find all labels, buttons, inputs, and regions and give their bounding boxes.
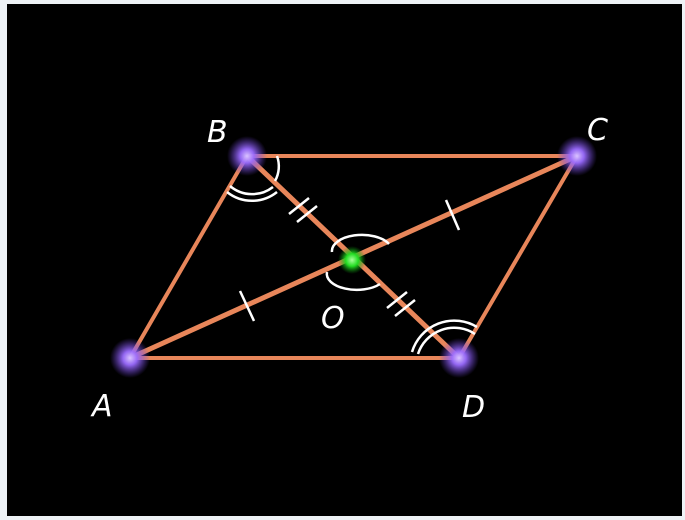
vertex-point-a [110, 338, 150, 378]
vertex-point-d [439, 338, 479, 378]
diagram-canvas: A B C D O [7, 4, 682, 516]
double-tick-bo [288, 197, 318, 223]
edge-ab [128, 154, 249, 360]
angle-mark-d [410, 319, 478, 355]
vertex-point-b [227, 136, 267, 176]
angle-mark-o [325, 233, 390, 292]
parallelogram-diagram: A B C D O [90, 113, 608, 425]
vertex-point-c [557, 136, 597, 176]
angle-mark-b [226, 155, 281, 202]
center-point-o [338, 246, 366, 274]
double-tick-od [386, 291, 416, 317]
label-d: D [462, 390, 485, 425]
label-b: B [207, 115, 228, 150]
label-o: O [321, 301, 345, 336]
edge-cd [457, 154, 579, 360]
tick-ao [238, 290, 256, 322]
label-a: A [90, 389, 113, 424]
tick-oc [444, 199, 461, 231]
label-c: C [587, 113, 608, 148]
